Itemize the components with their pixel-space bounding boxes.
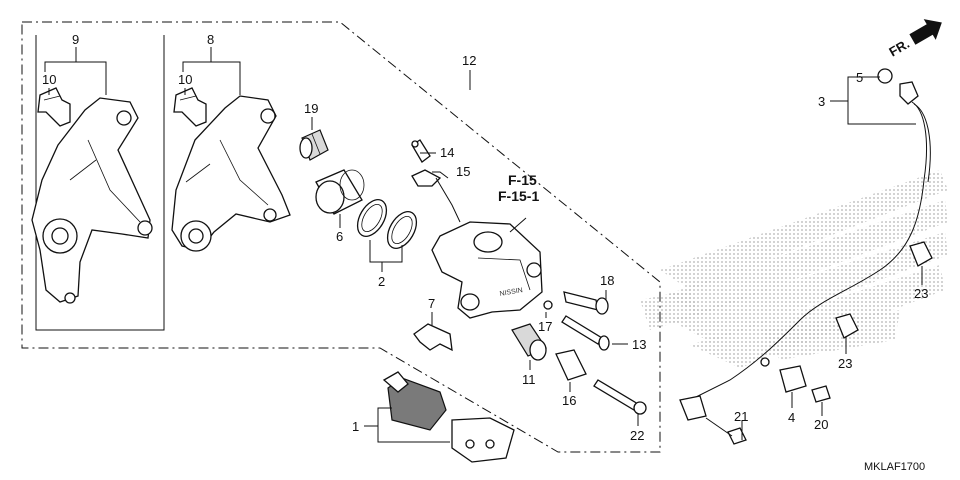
callout-22: 22 xyxy=(630,428,644,443)
slide-pin-18 xyxy=(563,291,609,315)
pad-spring-clip-10-left xyxy=(37,87,71,127)
leader-lines xyxy=(44,47,923,443)
honda-wing-watermark xyxy=(640,170,948,368)
callout-15: 15 xyxy=(456,164,470,179)
bolt-22 xyxy=(593,379,647,415)
callout-1: 1 xyxy=(352,419,359,434)
callout-17: 17 xyxy=(538,319,552,334)
callout-19: 19 xyxy=(304,101,318,116)
callout-14: 14 xyxy=(440,145,454,160)
callout-13: 13 xyxy=(632,337,646,352)
front-direction-indicator: FR. xyxy=(886,19,942,59)
wheel-speed-sensor-3 xyxy=(679,68,931,421)
bolt-20 xyxy=(811,385,831,403)
callout-9: 9 xyxy=(72,32,79,47)
caliper-body-12: NISSIN xyxy=(431,221,543,319)
arrow-up-right-icon xyxy=(909,19,942,45)
callout-11: 11 xyxy=(522,372,536,387)
callout-10-right: 10 xyxy=(178,72,192,87)
assembly-boundary xyxy=(21,21,661,453)
callout-5: 5 xyxy=(856,70,863,85)
retainer-17 xyxy=(543,300,553,310)
callout-7: 7 xyxy=(428,296,435,311)
callout-16: 16 xyxy=(562,393,576,408)
clamp-23-upper xyxy=(909,241,933,267)
piston-seals-2 xyxy=(356,199,418,249)
pad-spring-clip-10-right xyxy=(173,87,207,127)
bleeder-screw-14 xyxy=(411,139,431,163)
bracket-panel xyxy=(35,35,165,331)
callout-4: 4 xyxy=(788,410,795,425)
nissin-logo: NISSIN xyxy=(499,287,523,298)
caliper-bracket-8 xyxy=(171,95,291,252)
pad-pin-13 xyxy=(561,315,610,351)
callout-18: 18 xyxy=(600,273,614,288)
callout-23-lower: 23 xyxy=(838,356,852,371)
caliper-bracket-9 xyxy=(31,97,153,304)
callout-12: 12 xyxy=(462,53,476,68)
callout-23-upper: 23 xyxy=(914,286,928,301)
brake-pads-1 xyxy=(382,371,515,463)
callout-21: 21 xyxy=(734,409,748,424)
bleeder-cap-15 xyxy=(411,169,442,187)
callout-6: 6 xyxy=(336,229,343,244)
caliper-piston-6 xyxy=(315,169,365,215)
pin-boot-11 xyxy=(511,323,547,361)
bracket-4 xyxy=(779,365,807,393)
callout-10-left: 10 xyxy=(42,72,56,87)
clamp-23-lower xyxy=(835,313,859,339)
reference-label-f15: F-15 xyxy=(508,172,537,188)
callout-2: 2 xyxy=(378,274,385,289)
front-direction-label: FR. xyxy=(886,36,912,59)
sleeve-16 xyxy=(555,349,587,381)
pin-boot-19 xyxy=(299,129,329,161)
callout-20: 20 xyxy=(814,417,828,432)
reference-label-f15-1: F-15-1 xyxy=(498,188,539,204)
diagram-code: MKLAF1700 xyxy=(864,461,925,473)
callout-8: 8 xyxy=(207,32,214,47)
callout-3: 3 xyxy=(818,94,825,109)
pad-spring-7 xyxy=(413,323,453,352)
